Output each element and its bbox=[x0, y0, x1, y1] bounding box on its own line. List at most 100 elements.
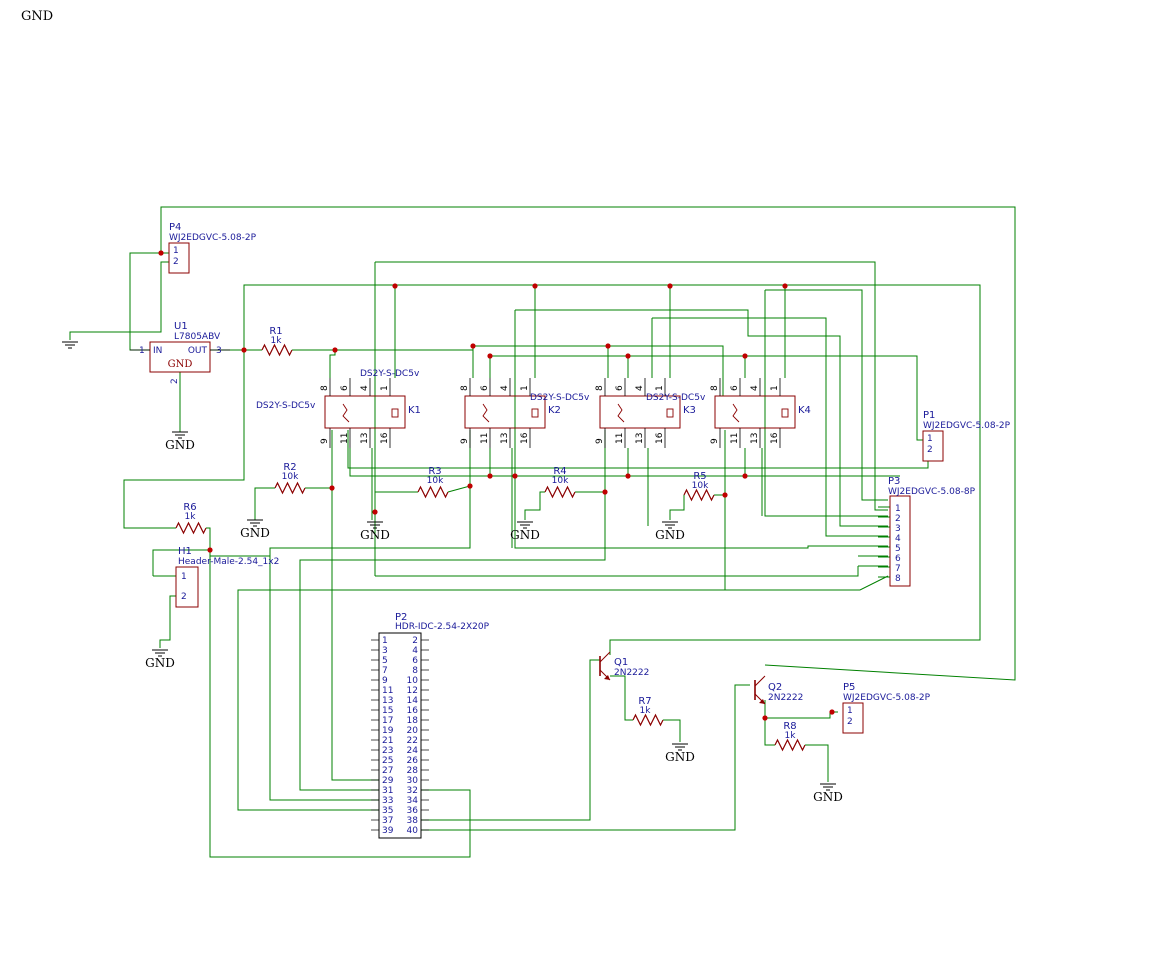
relay-ref: K4 bbox=[798, 405, 811, 416]
header-value: Header-Male-2.54_1x2 bbox=[178, 557, 279, 567]
connector-pin: 2 bbox=[895, 514, 901, 524]
ground-symbol: GND bbox=[145, 649, 175, 670]
wire bbox=[725, 575, 889, 591]
relay-pin-label: 16 bbox=[380, 432, 390, 444]
relay-pin-label: 4 bbox=[500, 385, 510, 391]
transistor-collector bbox=[599, 651, 611, 663]
junction-dot bbox=[158, 250, 164, 256]
resistor-value: 1k bbox=[785, 731, 797, 741]
relay-pin-label: 16 bbox=[770, 432, 780, 444]
connector-value: WJ2EDGVC-5.08-2P bbox=[169, 233, 257, 243]
resistor-ref: R4 bbox=[553, 466, 566, 477]
idc-pin-label: 4 bbox=[412, 646, 418, 656]
wire bbox=[375, 566, 859, 577]
ground-label: GND bbox=[240, 526, 270, 540]
wire bbox=[329, 350, 336, 378]
resistor-zigzag bbox=[261, 343, 293, 357]
header-pin: 1 bbox=[181, 572, 187, 582]
ground-symbol: GND bbox=[360, 521, 390, 542]
wire bbox=[69, 261, 169, 340]
junction-dot bbox=[829, 709, 835, 715]
idc-pin-label: 24 bbox=[407, 746, 419, 756]
relay-coil bbox=[391, 408, 399, 418]
resistor-zigzag bbox=[683, 488, 715, 502]
connector-pin: 2 bbox=[847, 717, 853, 727]
relay-pin-label: 11 bbox=[615, 433, 625, 444]
wire bbox=[206, 527, 471, 858]
relay-pin-label: 4 bbox=[635, 385, 645, 391]
idc-pin-label: 32 bbox=[407, 786, 418, 796]
wire bbox=[243, 284, 981, 655]
resistor-ref: R6 bbox=[183, 502, 196, 513]
connector-ref: P5 bbox=[843, 682, 855, 693]
idc-pin-label: 15 bbox=[382, 706, 393, 716]
idc-pin-label: 16 bbox=[407, 706, 419, 716]
wire bbox=[375, 261, 888, 511]
relay-pin-label: 1 bbox=[655, 385, 665, 391]
relay-pin-label: 9 bbox=[460, 438, 470, 444]
resistor-ref: R7 bbox=[638, 696, 651, 707]
transistor-ref: Q1 bbox=[614, 657, 628, 668]
wire bbox=[421, 684, 750, 831]
relay-pin-label: 4 bbox=[750, 385, 760, 391]
wire bbox=[349, 448, 900, 477]
transistor-collector bbox=[754, 675, 766, 687]
connector-pin: 1 bbox=[847, 706, 853, 716]
connector-pin: 1 bbox=[895, 504, 901, 514]
wire bbox=[299, 492, 606, 791]
idc-pin-label: 27 bbox=[382, 766, 393, 776]
resistor-value: 10k bbox=[552, 476, 569, 486]
junction-dot bbox=[532, 283, 538, 289]
regulator-pin-in: IN bbox=[153, 346, 162, 356]
idc-pin-label: 30 bbox=[407, 776, 419, 786]
idc-pin-label: 1 bbox=[382, 636, 388, 646]
relay-pin-label: 9 bbox=[595, 438, 605, 444]
header-body bbox=[175, 566, 199, 608]
idc-pin-label: 7 bbox=[382, 666, 388, 676]
relay-coil bbox=[666, 408, 674, 418]
resistor-ref: R5 bbox=[693, 471, 706, 482]
relay-body bbox=[324, 395, 406, 429]
ground-symbol: GND bbox=[165, 431, 195, 452]
relay-pin-label: 11 bbox=[480, 433, 490, 444]
relay-pin-label: 6 bbox=[615, 385, 625, 391]
regulator-num-out: 3 bbox=[216, 346, 222, 356]
idc-pin-label: 39 bbox=[382, 826, 394, 836]
ground-label: GND bbox=[665, 750, 695, 764]
wire bbox=[421, 659, 600, 821]
wire bbox=[610, 675, 633, 721]
idc-pin-label: 22 bbox=[407, 736, 418, 746]
connector-body bbox=[168, 242, 190, 274]
idc-pin-label: 34 bbox=[407, 796, 419, 806]
idc-pin-label: 28 bbox=[407, 766, 419, 776]
idc-pin-label: 37 bbox=[382, 816, 393, 826]
relay-pin-label: 1 bbox=[380, 385, 390, 391]
connector-body bbox=[842, 702, 864, 734]
header-ref: H1 bbox=[178, 546, 192, 557]
wire bbox=[515, 309, 888, 527]
wire bbox=[805, 744, 829, 782]
idc-pin-label: 3 bbox=[382, 646, 388, 656]
idc-pin-label: 33 bbox=[382, 796, 393, 806]
regulator-num-in: 1 bbox=[139, 346, 145, 356]
relay-value: DS2Y-S-DC5v bbox=[646, 393, 706, 403]
resistor-zigzag bbox=[774, 738, 806, 752]
regulator-value: L7805ABV bbox=[174, 332, 221, 342]
relay-value: DS2Y-S-DC5v bbox=[360, 369, 420, 379]
relay-contact bbox=[342, 403, 350, 423]
connector-ref: P1 bbox=[923, 410, 935, 421]
connector-value: WJ2EDGVC-5.08-2P bbox=[843, 693, 931, 703]
resistor-value: 10k bbox=[282, 472, 299, 482]
wire bbox=[254, 487, 275, 520]
ground-symbol: GND bbox=[240, 519, 270, 540]
relay-pin-label: 1 bbox=[770, 385, 780, 391]
ground-symbol: GND bbox=[665, 743, 695, 764]
idc-pin-label: 5 bbox=[382, 656, 388, 666]
idc-pin-label: 25 bbox=[382, 756, 393, 766]
junction-dot bbox=[782, 283, 788, 289]
